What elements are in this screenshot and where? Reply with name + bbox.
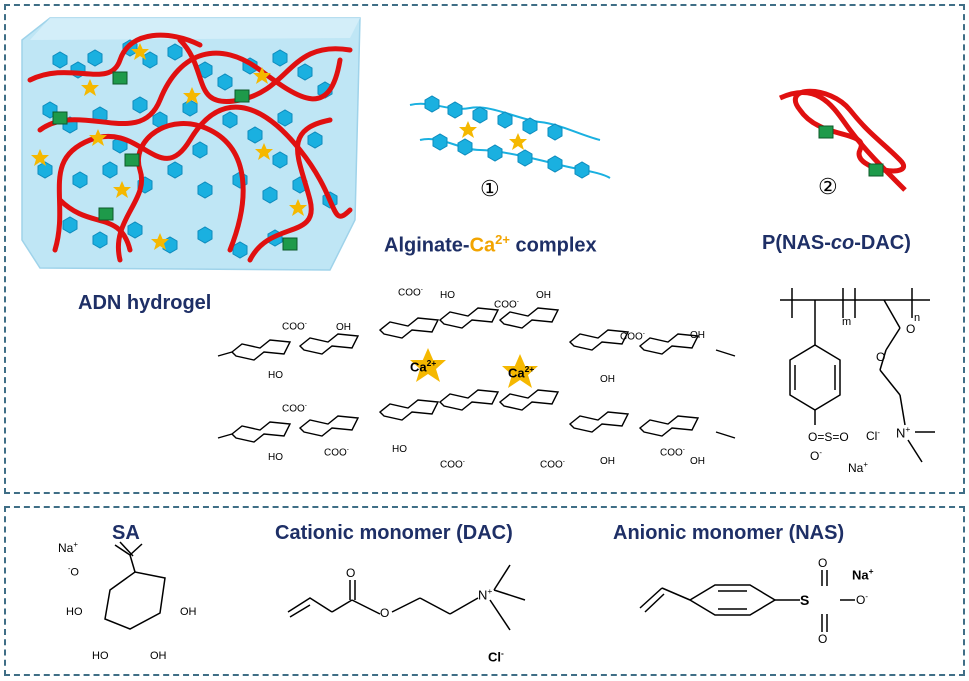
- oh-label: OH: [690, 456, 705, 467]
- oh-label: OH: [600, 456, 615, 467]
- sa-label: SA: [112, 522, 140, 544]
- oh-label: OH: [600, 374, 615, 385]
- adn-hydrogel-label: ADN hydrogel: [78, 292, 212, 314]
- na-ion: Na+: [848, 460, 868, 475]
- sa-ho: HO: [66, 606, 83, 618]
- ca-ion-left: Ca2+: [410, 358, 437, 375]
- n-plus: N+: [896, 424, 911, 441]
- alginate-complex-illustration: [409, 95, 611, 179]
- o-atom-ester: O: [876, 350, 886, 364]
- circle-number-1: ①: [480, 176, 500, 201]
- m-subscript: m: [842, 316, 852, 328]
- dac-o-ester: O: [380, 606, 390, 620]
- coo-label: COO-: [620, 330, 645, 343]
- sa-o-minus: -O: [68, 565, 79, 579]
- coo-label: COO-: [282, 320, 307, 333]
- adn-hydrogel-illustration: [21, 17, 361, 271]
- ho-label: HO: [392, 444, 407, 455]
- nas-label: Anionic monomer (NAS): [613, 522, 845, 544]
- nas-o-minus: O-: [856, 592, 868, 607]
- circle-number-2: ②: [818, 174, 838, 199]
- bottom-panel: [4, 506, 965, 676]
- dac-o-carbonyl: O: [346, 566, 356, 580]
- dac-label: Cationic monomer (DAC): [275, 522, 513, 544]
- oh-label: OH: [336, 322, 351, 333]
- ho-label: HO: [268, 452, 283, 463]
- sa-oh: OH: [150, 650, 167, 662]
- oh-label: OH: [690, 330, 705, 341]
- coo-label: COO-: [282, 402, 307, 415]
- nas-s-atom: S: [800, 592, 810, 608]
- o-atom-carbonyl: O: [906, 322, 916, 336]
- dac-structure: [287, 564, 526, 631]
- sa-ho-2: HO: [92, 650, 109, 662]
- dac-cl-ion: Cl-: [488, 648, 504, 665]
- cl-ion: Cl-: [866, 428, 880, 443]
- sa-na-ion: Na+: [58, 540, 78, 555]
- sa-structure: [104, 541, 166, 630]
- nas-na-ion: Na+: [852, 566, 874, 583]
- sulfonate-group: O=S=O: [808, 430, 849, 444]
- top-panel: [4, 4, 965, 494]
- coo-label: COO-: [324, 446, 349, 459]
- sulfonate-o: O-: [810, 448, 822, 463]
- sa-oh-2: OH: [180, 606, 197, 618]
- copolymer-structure: [780, 288, 935, 463]
- coo-label: COO-: [660, 446, 685, 459]
- nas-structure: [639, 570, 855, 632]
- coo-label: COO-: [540, 458, 565, 471]
- alginate-structure: [217, 307, 736, 443]
- coo-label: COO-: [398, 286, 423, 299]
- copolymer-label: P(NAS-co-DAC): [762, 232, 911, 254]
- coo-label: COO-: [440, 458, 465, 471]
- alginate-complex-label: Alginate-Ca2+ complex: [384, 232, 597, 257]
- nas-o-top: O: [818, 556, 828, 570]
- oh-label: OH: [536, 290, 551, 301]
- n-subscript: n: [914, 312, 921, 324]
- ho-label: HO: [268, 370, 283, 381]
- nas-o-bottom: O: [818, 632, 828, 646]
- copolymer-illustration: [778, 88, 907, 192]
- ho-label: HO: [440, 290, 455, 301]
- dac-n-plus: N+: [478, 586, 493, 603]
- ca-ion-right: Ca2+: [508, 364, 535, 381]
- coo-label: COO-: [494, 298, 519, 311]
